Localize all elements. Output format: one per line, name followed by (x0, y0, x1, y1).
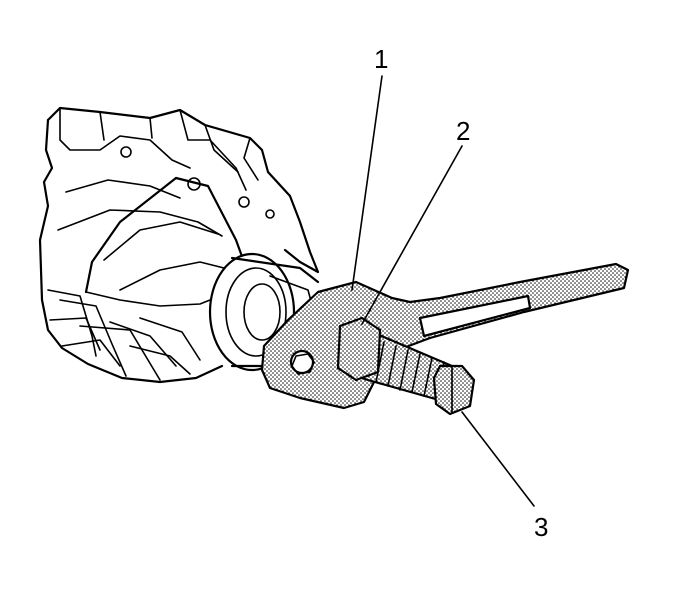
callout-2: 2 (456, 116, 470, 146)
callout-1: 1 (374, 44, 388, 74)
threaded-remover-screw (336, 316, 476, 416)
leader-line-3 (461, 411, 535, 507)
leader-line-2 (361, 145, 463, 325)
leader-line-1 (351, 75, 383, 291)
differential-housing (38, 106, 320, 384)
callout-3: 3 (534, 512, 548, 542)
leader-lines (351, 75, 535, 507)
